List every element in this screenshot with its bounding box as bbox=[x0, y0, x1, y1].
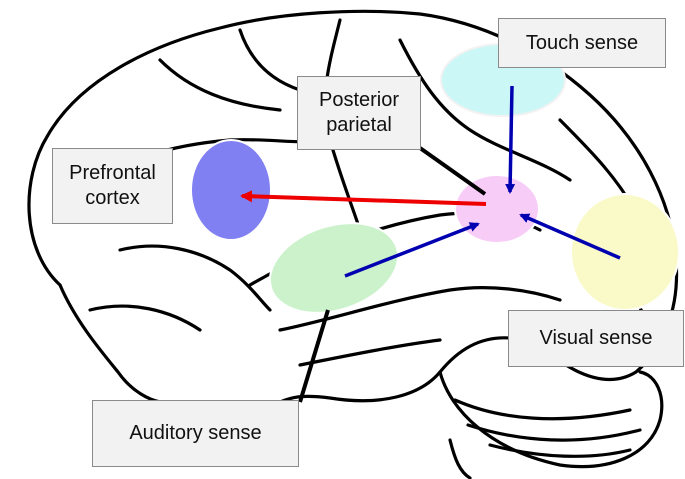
temporal-sulcus-2 bbox=[300, 340, 440, 365]
prefrontal-cortex-region bbox=[191, 140, 271, 240]
posterior-parietal-label: Posterior parietal bbox=[297, 76, 421, 150]
prefrontal-output-arrow bbox=[242, 196, 486, 204]
touch-sense-label: Touch sense bbox=[498, 18, 666, 68]
frontal-sulcus-3 bbox=[120, 246, 270, 310]
cerebellum-fold-1 bbox=[455, 400, 630, 419]
lower-cerebrum-outline bbox=[60, 285, 160, 402]
visual-sense-region bbox=[571, 194, 679, 310]
auditory-sense-label: Auditory sense bbox=[92, 400, 299, 467]
cerebellum-fold-3 bbox=[490, 445, 630, 456]
parietal-connector-line bbox=[420, 148, 485, 194]
posterior-parietal-hub bbox=[455, 175, 539, 243]
frontal-sulcus-5 bbox=[240, 30, 300, 90]
frontal-sulcus-4 bbox=[90, 306, 200, 330]
brainstem-outline bbox=[450, 440, 470, 478]
prefrontal-cortex-label: Prefrontal cortex bbox=[52, 148, 173, 224]
touch-input-arrow bbox=[510, 86, 512, 192]
visual-sense-label: Visual sense bbox=[508, 310, 684, 367]
